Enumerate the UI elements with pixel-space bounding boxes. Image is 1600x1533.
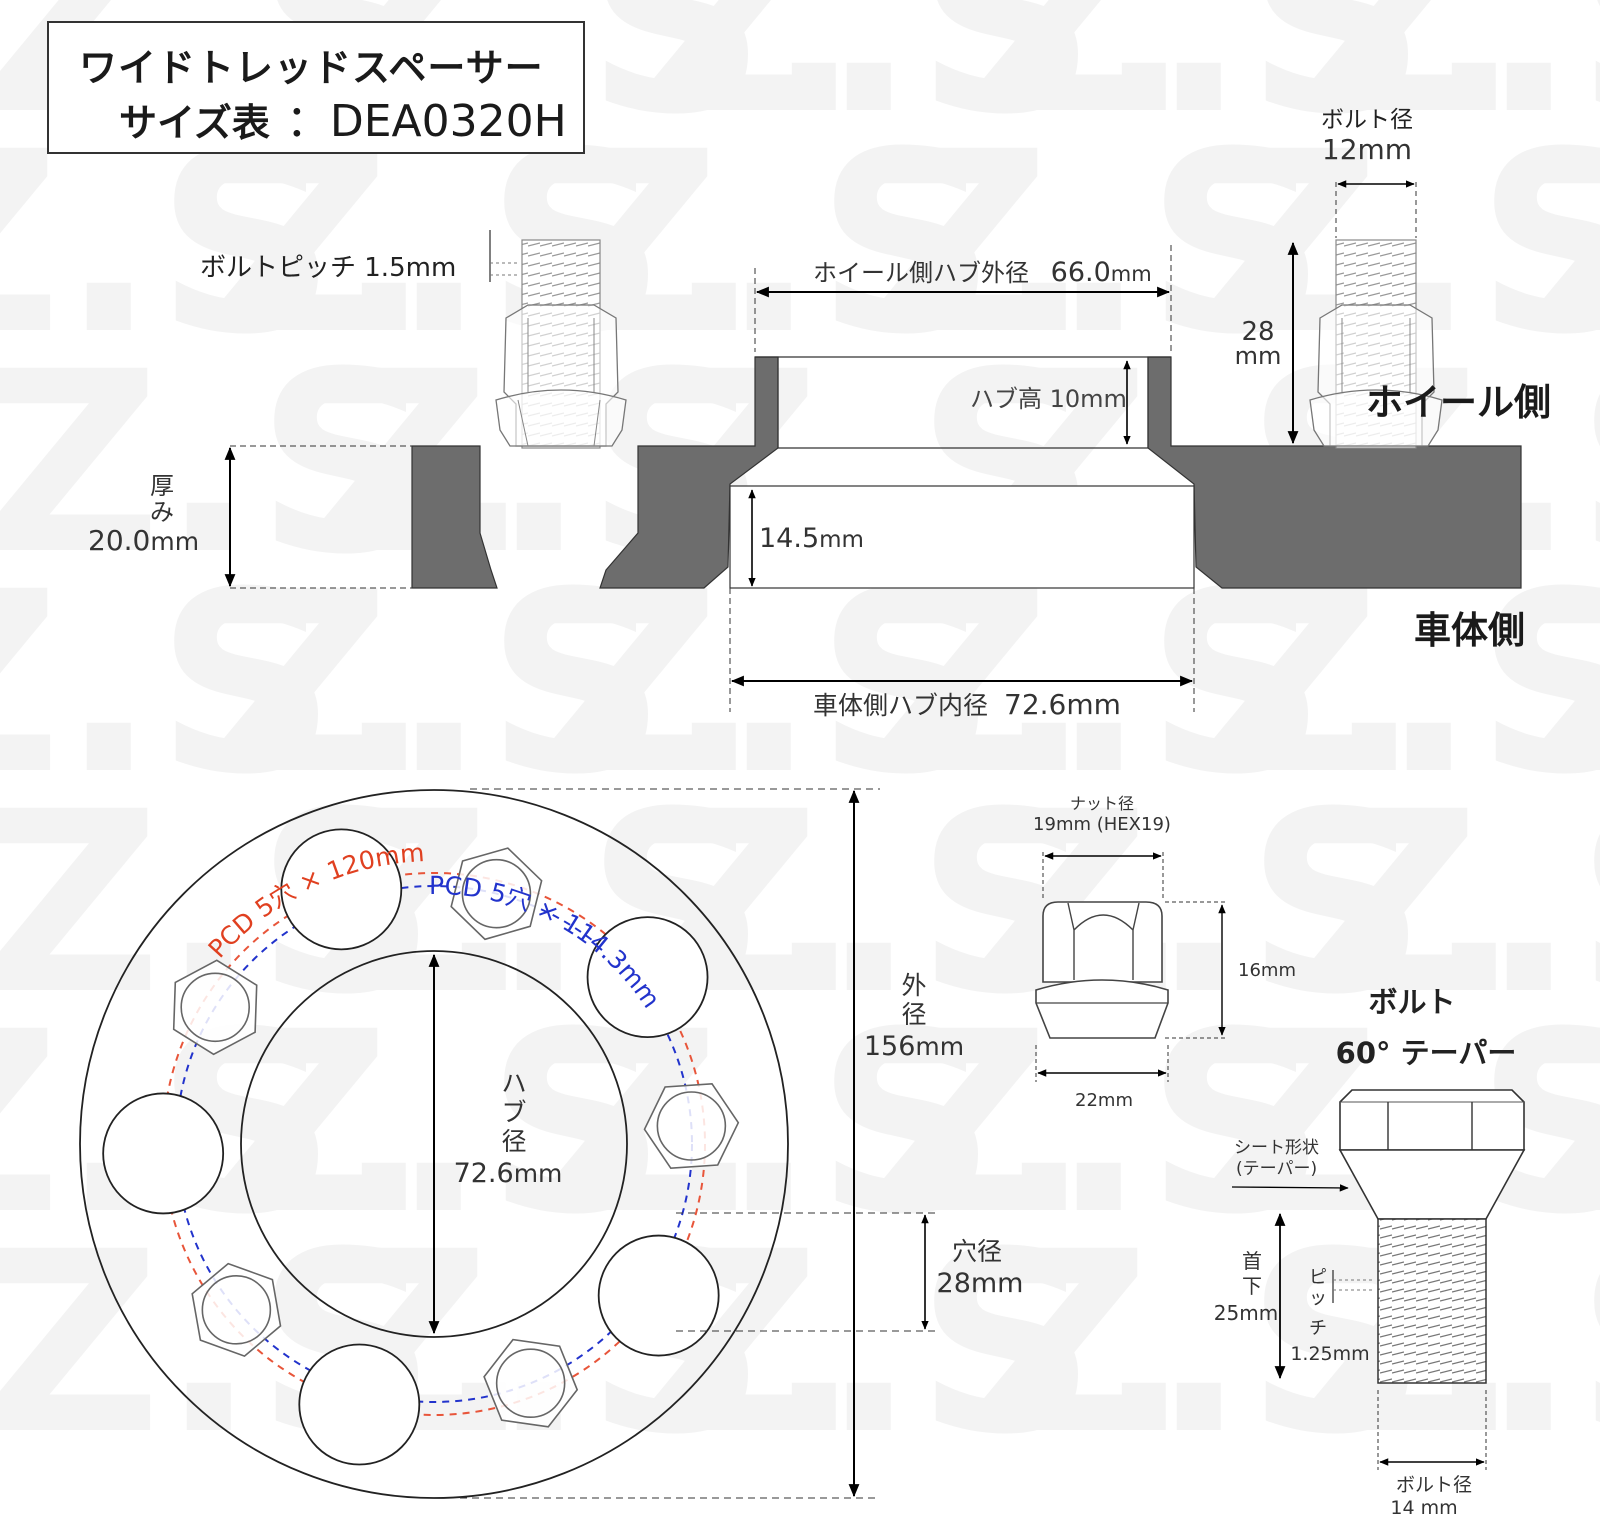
front-view: PCD 5穴 × 120mm PCD 5穴 × 114.3mm ハ ブ 径 72… xyxy=(79,788,1024,1499)
hub-bore xyxy=(240,950,628,1338)
hole-diameter-label: 穴径 xyxy=(952,1237,1002,1266)
watermark-text: Z.S. xyxy=(1530,98,1600,389)
hex-nut xyxy=(191,1262,282,1358)
thickness-value: 20.0mm xyxy=(88,524,199,557)
pitch-value: 1.25mm xyxy=(1290,1343,1369,1365)
watermark-text: Z.S. xyxy=(1530,538,1600,829)
hub-label-2: ブ xyxy=(501,1098,526,1127)
hex-nut xyxy=(483,1338,579,1428)
watermark-text: Z.S. xyxy=(640,1198,1191,1489)
outer-diameter-value: 156mm xyxy=(864,1031,964,1062)
lug-bolt-detail: ボルト 60° テーパー シート形状 (テーパー) 首 下 25mm ピ ッ チ… xyxy=(1214,985,1526,1519)
pitch-label-1: ピ xyxy=(1309,1267,1327,1288)
nut-diameter-label: ナット径 xyxy=(1070,794,1134,813)
hole-diameter-value: 28mm xyxy=(937,1268,1024,1299)
watermark-text: Z.S. xyxy=(0,758,531,1049)
bolt-hole xyxy=(102,1092,225,1215)
bolt-diameter-value: 12mm xyxy=(1322,133,1412,166)
hex-nut xyxy=(643,1082,740,1170)
watermark-text: Z.S. xyxy=(1300,758,1600,1049)
bolt-pitch-label: ボルトピッチ 1.5mm xyxy=(200,253,456,283)
watermark-text: Z.S. xyxy=(640,0,1191,169)
stud-length-unit: mm xyxy=(1235,342,1282,370)
bolt-hole xyxy=(586,916,709,1039)
nut-height-value: 16mm xyxy=(1238,960,1296,981)
wheel-hub-od-label: ホイール側ハブ外径 66.0mm xyxy=(813,257,1152,288)
spacer-body-right xyxy=(1147,356,1522,589)
bolt-diameter-value-bottom: 14 mm xyxy=(1390,1497,1457,1519)
watermark-text: Z.S. xyxy=(970,0,1521,169)
neck-length-value: 25mm xyxy=(1214,1301,1278,1325)
spacer-body-left xyxy=(411,445,498,589)
bolt-diameter-label-bottom: ボルト径 xyxy=(1396,1474,1472,1496)
neck-label-2: 下 xyxy=(1242,1274,1262,1298)
watermark-text: Z.S. xyxy=(0,538,431,829)
pitch-label-2: ッ xyxy=(1309,1288,1327,1309)
neck-label-1: 首 xyxy=(1242,1249,1262,1273)
hub-height-label: ハブ高 10mm xyxy=(970,385,1127,413)
title-line-1: ワイドトレッドスペーサー xyxy=(79,46,544,90)
recess-depth-value: 14.5mm xyxy=(759,523,864,554)
bolt-hole xyxy=(298,1343,421,1466)
lug-nut-detail: ナット径 19mm (HEX19) 16mm 22mm xyxy=(1033,794,1296,1111)
watermark-text: Z.S. xyxy=(0,1198,531,1489)
watermark-text: Z.S. xyxy=(1300,0,1600,169)
title-part-code: ：DEA0320H xyxy=(285,96,567,147)
thickness-label-2: み xyxy=(150,498,174,526)
hub-diameter-value: 72.6mm xyxy=(454,1158,563,1189)
hub-label-1: ハ xyxy=(501,1069,526,1098)
hex-nut xyxy=(172,959,258,1056)
side-cross-section: ボルトピッチ 1.5mm ホイール側ハブ外径 66.0mm ボルト径 12mm … xyxy=(88,107,1551,721)
outer-label-1: 外 xyxy=(901,971,926,1000)
bolt-diameter-label: ボルト径 xyxy=(1321,107,1413,133)
nut-width-value: 22mm xyxy=(1075,1090,1133,1111)
right-stud-and-nut xyxy=(1309,239,1443,449)
body-side-label: 車体側 xyxy=(1414,609,1525,652)
hub-label-3: 径 xyxy=(501,1127,526,1156)
bolt-hole xyxy=(280,828,403,951)
spacer-outer-edge xyxy=(79,789,789,1499)
watermark-text: Z.S. xyxy=(310,758,861,1049)
watermark-text: Z.S. xyxy=(1530,978,1600,1269)
hex-nut xyxy=(450,847,543,941)
seat-shape-label-1: シート形状 xyxy=(1234,1138,1319,1158)
left-stud-and-nut xyxy=(495,239,627,449)
bolt-taper-label: 60° テーパー xyxy=(1336,1036,1517,1070)
pitch-label-3: チ xyxy=(1309,1318,1327,1339)
title-size-table: サイズ表 xyxy=(119,101,270,145)
bolt-title: ボルト xyxy=(1368,985,1455,1019)
seat-shape-label-2: (テーパー) xyxy=(1236,1159,1317,1179)
title-box: ワイドトレッドスペーサー サイズ表 ：DEA0320H xyxy=(47,21,585,154)
nut-diameter-value: 19mm (HEX19) xyxy=(1033,814,1171,835)
bolt-holes xyxy=(102,828,720,1466)
hex-nuts xyxy=(172,847,740,1428)
wheel-side-label: ホイール側 xyxy=(1366,381,1551,424)
spacer-body-middle-left xyxy=(599,356,779,589)
stud-length-number: 28 xyxy=(1241,317,1274,347)
thickness-label-1: 厚 xyxy=(150,472,174,500)
outer-label-2: 径 xyxy=(901,1000,926,1029)
title-line-2: サイズ表 ：DEA0320H xyxy=(119,85,567,149)
watermark-text: Z.S. xyxy=(540,98,1091,389)
bolt-hole xyxy=(597,1234,720,1357)
hub-recess-inner xyxy=(729,485,1195,589)
